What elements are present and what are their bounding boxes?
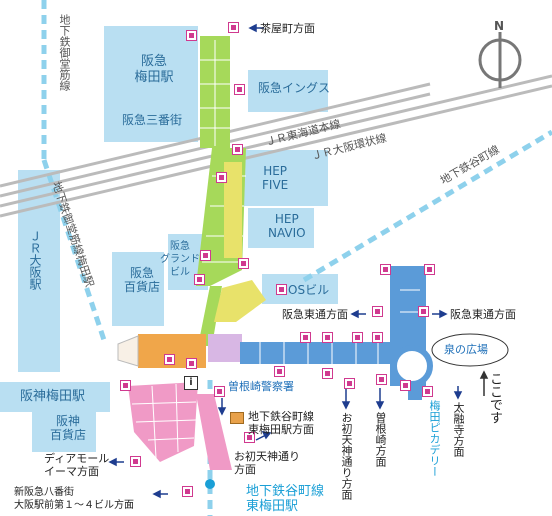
- compass-north-label: N: [494, 19, 505, 33]
- blue-south-stub: [408, 386, 422, 400]
- exit-icon: [238, 258, 249, 269]
- label-hankyu-dept: 阪急 百貨店: [124, 266, 161, 294]
- label-hankyu-higashi-left: 阪急東通方面: [282, 308, 348, 321]
- building-hep-five: [236, 150, 328, 206]
- building-hankyu-umeda: [104, 26, 198, 142]
- exit-icon: [422, 386, 433, 397]
- exit-icon: [216, 172, 227, 183]
- buildings-layer: [0, 26, 338, 452]
- blue-mall-shops: [259, 289, 420, 364]
- green-block-south: [198, 286, 222, 346]
- yellow-mall: [214, 162, 266, 322]
- building-hankyu-ings: [248, 70, 328, 112]
- building-os: [262, 274, 338, 304]
- rail-loop-2: [0, 84, 552, 218]
- label-higashi-umeda-station: 地下鉄谷町線 東梅田駅: [246, 484, 325, 514]
- yellow-block-2: [214, 280, 266, 322]
- exit-icon: [244, 432, 255, 443]
- exit-icon: [120, 380, 131, 391]
- yellow-block-1: [224, 162, 242, 258]
- izumi-plaza-circle: [391, 345, 433, 387]
- label-midosuji-line-north: 地下鉄御堂筋線: [58, 14, 71, 91]
- exit-icon: [352, 332, 363, 343]
- exit-icon: [322, 368, 333, 379]
- exit-icon: [232, 144, 243, 155]
- label-hankyu-umeda-station: 阪急 梅田駅: [134, 54, 174, 85]
- label-diamor: ディアモール イーマ方面: [44, 452, 110, 478]
- pink-mall-shops: [131, 383, 197, 459]
- label-sonezaki-police: 曽根崎警察署: [228, 380, 294, 393]
- exit-icon: [164, 354, 175, 365]
- exit-icon: [372, 306, 383, 317]
- pink-strip-south: [196, 394, 232, 470]
- rail-loop-1: [0, 74, 552, 208]
- purple-mall: [208, 334, 242, 362]
- exit-icon: [182, 486, 193, 497]
- label-os-bldg: OSビル: [288, 283, 330, 297]
- exit-icon: [380, 264, 391, 275]
- label-izumi-hiroba: 泉の広場: [444, 343, 488, 356]
- label-hep-navio: HEP NAVIO: [268, 212, 306, 240]
- building-hankyu-dept: [112, 252, 164, 326]
- exit-icon: [234, 84, 245, 95]
- exit-icon: [274, 366, 285, 377]
- label-sonezaki-direction: 曽根崎方面: [374, 412, 387, 467]
- label-hanshin-umeda-station: 阪神梅田駅: [20, 389, 86, 404]
- orange-entry: [117, 335, 139, 367]
- building-hanshin-dept: [32, 408, 96, 452]
- exit-icon: [322, 332, 333, 343]
- exit-icon: [424, 264, 435, 275]
- label-hankyu-higashi-right: 阪急東通方面: [450, 308, 516, 321]
- label-ohatsu-shrine: お初天神通り方面: [340, 412, 353, 500]
- exit-icon: [228, 22, 239, 33]
- label-to-higashi-umeda: 地下鉄谷町線 東梅田駅方面: [248, 410, 314, 436]
- exit-icon: [186, 358, 197, 369]
- exit-icon: [200, 250, 211, 261]
- label-ohatsu-street: お初天神通り 方面: [234, 450, 300, 476]
- exit-icon: [214, 386, 225, 397]
- subway-sign-icon: [230, 412, 244, 424]
- label-hankyu-grand-bldg: 阪急 グランド ビル: [160, 241, 200, 278]
- exit-icon: [376, 374, 387, 385]
- compass-rose: [478, 32, 522, 88]
- blue-mall: [240, 266, 433, 400]
- label-sanbangai: 阪急三番街: [122, 113, 183, 127]
- station-dot-higashi-umeda: [205, 479, 215, 489]
- exit-icon: [186, 30, 197, 41]
- blue-main-corridor: [240, 342, 400, 364]
- exit-icon: [418, 306, 429, 317]
- label-jr-osaka-station: ＪＲ大阪駅: [28, 230, 42, 290]
- building-hep-navio: [248, 208, 314, 248]
- exit-icon: [344, 378, 355, 389]
- line-midosuji-umeda: [41, 159, 107, 341]
- izumi-hiroba-ellipse: [431, 333, 509, 367]
- label-koko-desu: ここです: [487, 372, 502, 424]
- exit-icon: [372, 332, 383, 343]
- exit-icon: [300, 332, 311, 343]
- exit-icon: [194, 274, 205, 285]
- label-hankyu-ings: 阪急イングス: [258, 81, 331, 95]
- info-icon: i: [184, 376, 198, 390]
- arrows-layer: [108, 23, 489, 499]
- exit-icon: [400, 380, 411, 391]
- label-umeda-piccadilly: 梅田ピカデリー: [428, 400, 441, 477]
- label-chayamachi: 茶屋町方面: [260, 22, 315, 35]
- label-hanshin-dept: 阪神 百貨店: [50, 414, 87, 442]
- label-taiyuji: 太融寺方面: [452, 402, 465, 457]
- label-hep-five: HEP FIVE: [262, 164, 289, 192]
- building-hanshin-station: [0, 382, 110, 412]
- line-tanimachi-east: [302, 129, 552, 283]
- exit-icon: [276, 284, 287, 295]
- exit-icon: [130, 456, 141, 467]
- label-shin-hankyu: 新阪急八番街 大阪駅前第１〜４ビル方面: [14, 487, 134, 511]
